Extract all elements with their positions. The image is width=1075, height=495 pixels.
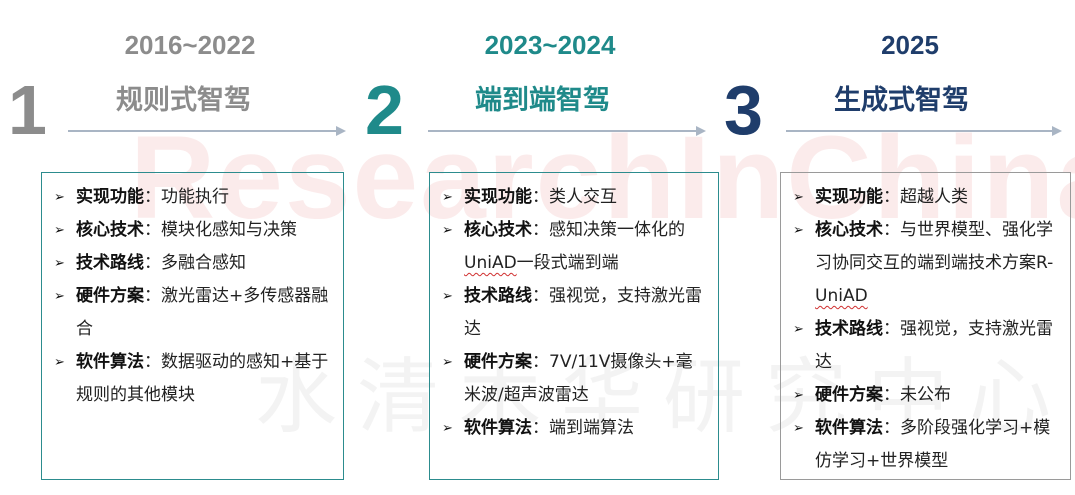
arrow-bullet-icon: ➢ [54,355,65,370]
stage-1: 2016~2022 1 规则式智驾 ➢实现功能：功能执行 ➢核心技术：模块化感知… [0,0,360,495]
arrow-bullet-icon: ➢ [793,322,804,337]
arrow-bullet-icon: ➢ [442,190,453,205]
arrow-bullet-icon: ➢ [54,256,65,271]
feature-item: ➢技术路线：强视觉，支持激光雷达 [442,280,708,346]
feature-item: ➢技术路线：强视觉，支持激光雷达 [793,313,1060,379]
stage-title: 端到端智驾 [475,85,610,116]
arrow-bullet-icon: ➢ [793,223,804,238]
arrow-bullet-icon: ➢ [54,190,65,205]
stage-detail-box: ➢实现功能：功能执行 ➢核心技术：模块化感知与决策 ➢技术路线：多融合感知 ➢硬… [41,172,344,480]
feature-item: ➢核心技术：模块化感知与决策 [54,214,333,247]
timeline-arrow-icon [428,126,706,136]
feature-list: ➢实现功能：功能执行 ➢核心技术：模块化感知与决策 ➢技术路线：多融合感知 ➢硬… [54,181,333,412]
arrow-bullet-icon: ➢ [442,223,453,238]
stage-number: 3 [724,71,763,149]
feature-item: ➢硬件方案：激光雷达+多传感器融合 [54,280,333,346]
feature-item: ➢核心技术：与世界模型、强化学习协同交互的端到端技术方案R-UniAD [793,214,1060,313]
stage-years: 2023~2024 [484,30,616,60]
stage-title: 规则式智驾 [116,85,251,116]
arrow-bullet-icon: ➢ [793,421,804,436]
feature-item: ➢实现功能：功能执行 [54,181,333,214]
stage-number: 1 [8,71,47,149]
stage-3: 2025 3 生成式智驾 ➢实现功能：超越人类 ➢核心技术：与世界模型、强化学习… [720,0,1075,495]
feature-item: ➢技术路线：多融合感知 [54,247,333,280]
arrow-bullet-icon: ➢ [442,355,453,370]
feature-item: ➢硬件方案：未公布 [793,379,1060,412]
arrow-bullet-icon: ➢ [793,190,804,205]
arrow-bullet-icon: ➢ [54,289,65,304]
feature-item: ➢实现功能：类人交互 [442,181,708,214]
arrow-bullet-icon: ➢ [793,388,804,403]
feature-item: ➢核心技术：感知决策一体化的UniAD一段式端到端 [442,214,708,280]
feature-item: ➢软件算法：多阶段强化学习+模仿学习+世界模型 [793,412,1060,478]
stage-title: 生成式智驾 [834,85,969,116]
feature-item: ➢实现功能：超越人类 [793,181,1060,214]
feature-list: ➢实现功能：类人交互 ➢核心技术：感知决策一体化的UniAD一段式端到端 ➢技术… [442,181,708,445]
arrow-bullet-icon: ➢ [442,421,453,436]
stage-years: 2016~2022 [124,30,256,60]
timeline-arrow-icon [786,126,1062,136]
feature-item: ➢软件算法：数据驱动的感知+基于规则的其他模块 [54,346,333,412]
arrow-bullet-icon: ➢ [442,289,453,304]
feature-item: ➢软件算法：端到端算法 [442,412,708,445]
stage-detail-box: ➢实现功能：类人交互 ➢核心技术：感知决策一体化的UniAD一段式端到端 ➢技术… [429,172,719,480]
feature-item: ➢硬件方案：7V/11V摄像头+毫米波/超声波雷达 [442,346,708,412]
stage-2: 2023~2024 2 端到端智驾 ➢实现功能：类人交互 ➢核心技术：感知决策一… [360,0,720,495]
feature-list: ➢实现功能：超越人类 ➢核心技术：与世界模型、强化学习协同交互的端到端技术方案R… [793,181,1060,478]
timeline-arrow-icon [68,126,346,136]
arrow-bullet-icon: ➢ [54,223,65,238]
stage-detail-box: ➢实现功能：超越人类 ➢核心技术：与世界模型、强化学习协同交互的端到端技术方案R… [780,172,1071,480]
stage-number: 2 [365,71,404,149]
stage-years: 2025 [881,30,939,60]
